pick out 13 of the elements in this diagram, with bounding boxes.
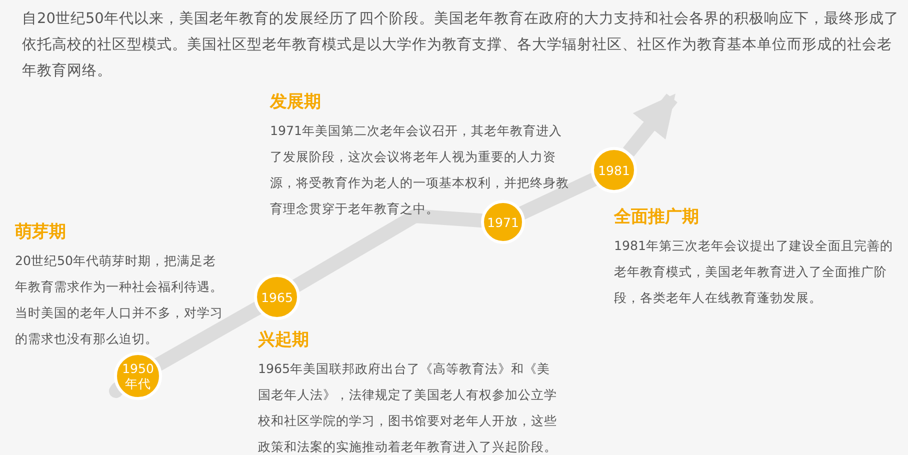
stage-heading: 发展期	[270, 91, 322, 114]
stage-description: 1981年第三次老年会议提出了建设全面且完善的老年教育模式，美国老年教育进入了全面推广阶段，各类老年人在线教育蓬勃发展。	[614, 237, 894, 307]
stage-heading: 全面推广期	[614, 206, 700, 229]
intro-paragraph: 自20世纪50年代以来，美国老年教育的发展经历了四个阶段。美国老年教育在政府的大力支持和社会各界的积极响应下，最终形成了依托高校的社区型模式。美国社区型老年教育模式是以大学作为教育支撑、各大学辐射社区、社区作为教育基本单位而形成的社会老年教育网络。	[22, 10, 900, 81]
stage-heading: 萌芽期	[15, 221, 67, 244]
year-circle: 1981	[591, 147, 637, 193]
stage-description: 20世纪50年代萌芽时期，把满足老年教育需求作为一种社会福利待遇。当时美国的老年人口并不多，对学习的需求也没有那么迫切。	[15, 252, 224, 348]
year-circle: 1965	[254, 274, 300, 320]
arrow	[622, 94, 678, 156]
stage-description: 1965年美国联邦政府出台了《高等教育法》和《美国老年人法》，法律规定了美国老人有权参加公立学校和社区学院的学习，图书馆要对老年人开放，这些政策和法案的实施推动着老年教育进入了兴起阶段。	[258, 360, 558, 455]
year-circle: 1971	[481, 200, 525, 244]
year-circle: 1950年代	[114, 352, 162, 400]
stage-heading: 兴起期	[258, 329, 310, 352]
